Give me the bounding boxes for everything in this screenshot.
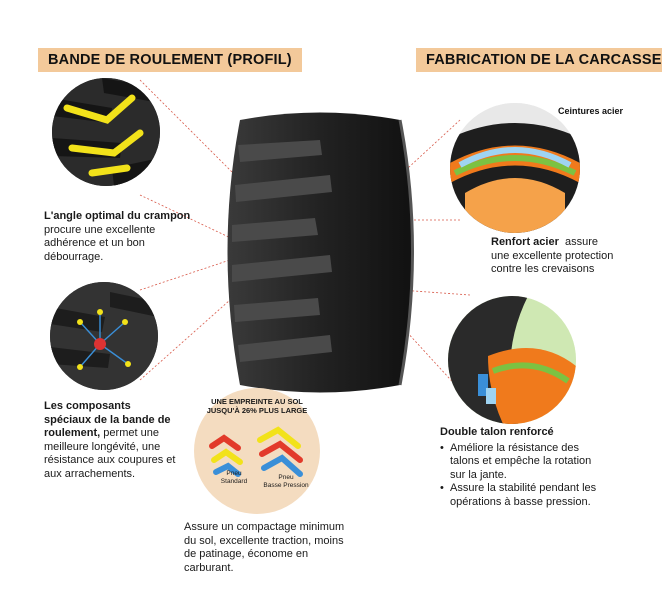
footprint-label-basse-2: Basse Pression bbox=[263, 482, 309, 489]
steel-belt-circle bbox=[450, 103, 580, 233]
footprint-label-low-pressure: Pneu Basse Pression bbox=[258, 474, 314, 490]
caption-empreinte: Assure un compactage minimum du sol, exc… bbox=[184, 521, 345, 574]
footprint-title: UNE EMPREINTE AU SOL JUSQU'À 26% PLUS LA… bbox=[200, 397, 314, 415]
tread-compound-circle bbox=[50, 282, 158, 390]
caption-renfort-title: Renfort acier bbox=[491, 236, 559, 248]
steel-belt-label: Ceintures acier bbox=[558, 106, 624, 116]
footprint-label-standard-2: Standard bbox=[220, 478, 248, 485]
caption-composants-text: permet une meilleure longévité, une rési… bbox=[44, 427, 176, 480]
caption-talon-bullet: Assure la stabilité pendant les opératio… bbox=[440, 482, 600, 509]
double-bead-circle bbox=[448, 296, 576, 424]
footprint-title-line2: JUSQU'À 26% PLUS LARGE bbox=[206, 406, 308, 415]
caption-talon-title: Double talon renforcé bbox=[440, 426, 554, 438]
footprint-circle bbox=[194, 388, 320, 514]
caption-composants-title: Les composants spéciaux de la bande de r… bbox=[44, 400, 171, 439]
caption-renfort: Renfort acier assure une excellente prot… bbox=[491, 236, 619, 277]
caption-crampon: L'angle optimal du crampon procure une e… bbox=[44, 210, 194, 264]
footprint-label-standard: Pneu Standard bbox=[214, 470, 254, 486]
caption-renfort-text: assure une excellente protection contre … bbox=[491, 236, 614, 275]
caption-talon: Double talon renforcé Améliore la résist… bbox=[440, 426, 600, 509]
caption-talon-bullet: Améliore la résistance des talons et emp… bbox=[440, 442, 600, 483]
caption-talon-bullets: Améliore la résistance des talons et emp… bbox=[440, 442, 600, 510]
footprint-label-standard-1: Pneu bbox=[226, 470, 242, 477]
footprint-label-basse-1: Pneu bbox=[278, 474, 294, 481]
caption-composants: Les composants spéciaux de la bande de r… bbox=[44, 400, 176, 481]
header-tread: BANDE DE ROULEMENT (PROFIL) bbox=[38, 48, 302, 72]
caption-crampon-title: L'angle optimal du crampon bbox=[44, 210, 191, 222]
footprint-title-line1: UNE EMPREINTE AU SOL bbox=[211, 397, 303, 406]
tread-angle-circle bbox=[52, 78, 160, 186]
caption-crampon-text: procure une excellente adhérence et un b… bbox=[44, 223, 156, 263]
tire-illustration bbox=[227, 112, 414, 393]
header-carcass: FABRICATION DE LA CARCASSE bbox=[416, 48, 662, 72]
